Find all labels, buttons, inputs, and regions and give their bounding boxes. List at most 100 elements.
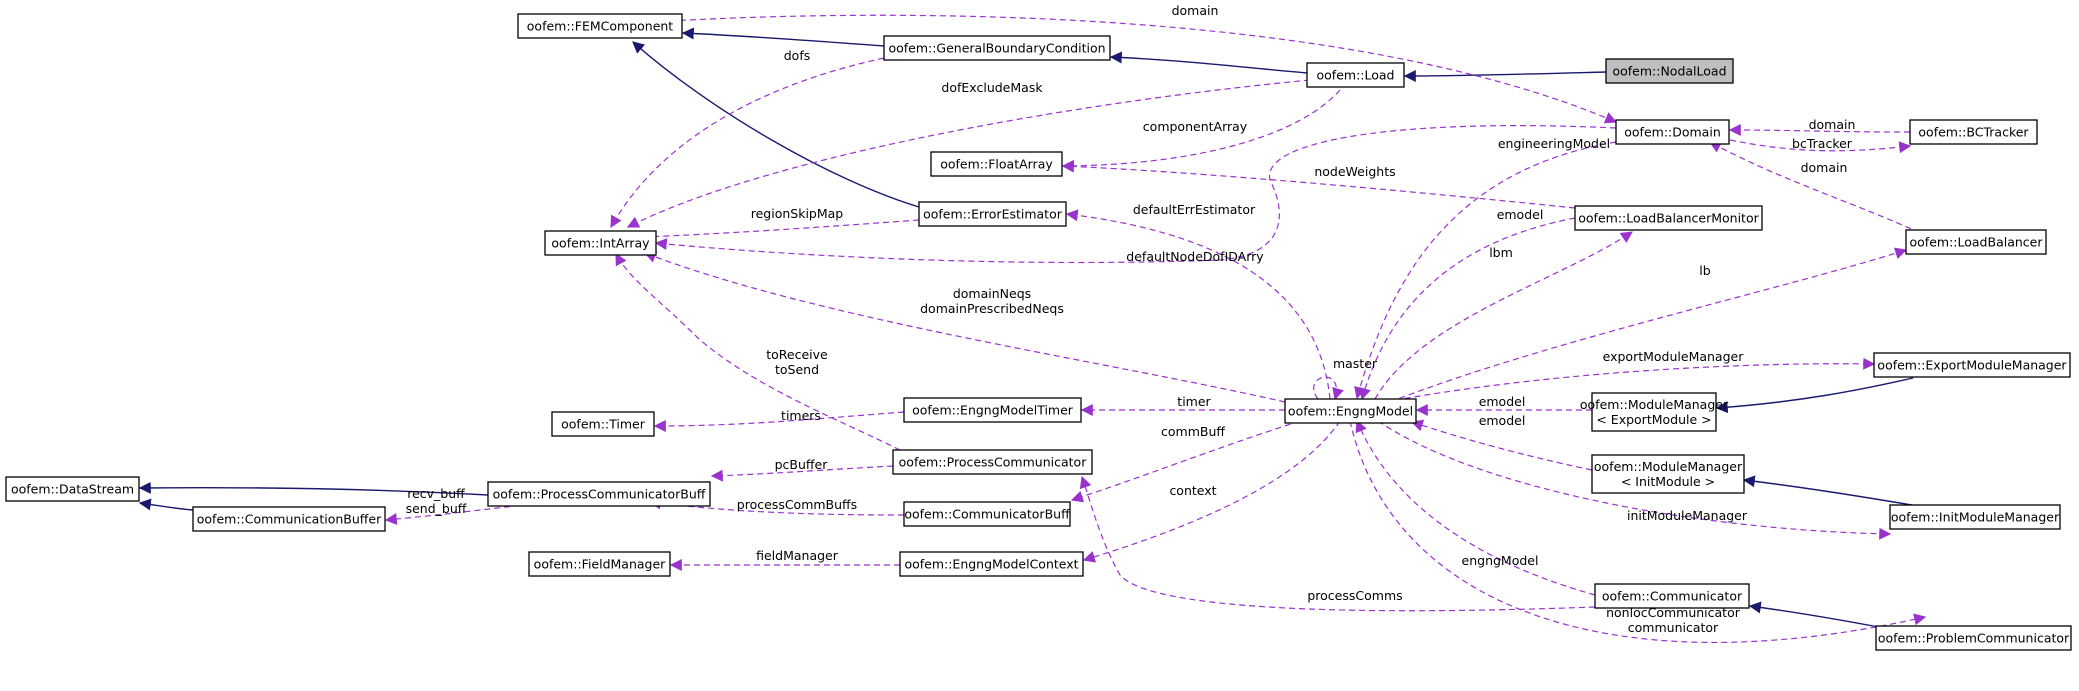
node-communicatorbuff[interactable]: oofem::CommunicatorBuff [903, 501, 1071, 527]
node-engngmodelcontext[interactable]: oofem::EngngModelContext [899, 551, 1084, 577]
edge-label-componentarray: componentArray [1143, 119, 1248, 134]
node-box [903, 501, 1071, 527]
node-box [930, 151, 1063, 177]
edge-label-exportmodulemanager_lbl: exportModuleManager [1603, 349, 1745, 364]
edge-domain-bctracker [1729, 139, 1912, 154]
edge-label-domainneqs: domainNeqs [953, 286, 1031, 301]
edge-label-commbuff: commBuff [1161, 424, 1225, 439]
node-intarray[interactable]: oofem::IntArray [544, 230, 657, 256]
edge-engngmodel-problemcommunicator [1349, 420, 1927, 643]
node-label: oofem::ProcessCommunicator [899, 455, 1088, 470]
edge-processcommunicator-intarray [615, 252, 901, 451]
node-box [544, 230, 657, 256]
node-box [892, 449, 1093, 475]
node-label: oofem::InitModuleManager [1891, 510, 2060, 525]
edge-processcommunicatorbuff-datastream [138, 481, 489, 496]
edge-errorestimator-intarray [641, 219, 920, 243]
edge-label-nonloccommunicator: nonlocCommunicator [1606, 605, 1741, 620]
node-label: oofem::ModuleManager [1594, 459, 1743, 474]
node-nodalload[interactable]: oofem::NodalLoad [1605, 58, 1734, 84]
edge-label-emodel_export: emodel [1479, 394, 1526, 409]
node-loadbalancermonitor[interactable]: oofem::LoadBalancerMonitor [1574, 205, 1763, 231]
node-floatarray[interactable]: oofem::FloatArray [930, 151, 1063, 177]
edge-label-engineeringmodel: engineeringModel [1498, 136, 1610, 151]
node-errorestimator[interactable]: oofem::ErrorEstimator [918, 201, 1067, 227]
node-label: oofem::CommunicationBuffer [197, 512, 382, 527]
edge-domain-intarray [654, 125, 1617, 264]
node-processcommunicatorbuff[interactable]: oofem::ProcessCommunicatorBuff [487, 481, 711, 507]
node-box [1905, 229, 2047, 255]
node-load[interactable]: oofem::Load [1306, 62, 1405, 88]
node-datastream[interactable]: oofem::DataStream [5, 476, 140, 502]
node-generalbc[interactable]: oofem::GeneralBoundaryCondition [883, 35, 1111, 61]
node-label: < InitModule > [1621, 474, 1715, 489]
node-label: oofem::ProcessCommunicatorBuff [493, 487, 706, 502]
edge-label-domain_bctracker: domain [1809, 117, 1856, 132]
edge-label-pcbuffer: pcBuffer [775, 457, 829, 472]
edge-label-master: master [1333, 356, 1378, 371]
node-label: oofem::Domain [1624, 125, 1721, 140]
node-problemcommunicator[interactable]: oofem::ProblemCommunicator [1875, 625, 2072, 651]
node-label: oofem::DataStream [11, 482, 134, 497]
node-engngmodel[interactable]: oofem::EngngModel [1284, 398, 1417, 424]
node-box [517, 13, 683, 39]
edge-generalbc-femcomponent [681, 27, 885, 47]
edge-label-timers: timers [781, 408, 821, 423]
node-communicator[interactable]: oofem::Communicator [1594, 583, 1750, 609]
edge-label-domainneqs: domainPrescribedNeqs [920, 301, 1064, 316]
node-mm_export[interactable]: oofem::ModuleManager< ExportModule > [1580, 392, 1729, 432]
edge-generalbc-intarray [610, 57, 885, 229]
node-label: oofem::IntArray [551, 236, 650, 251]
edge-load-generalbc [1109, 51, 1308, 74]
node-domain[interactable]: oofem::Domain [1615, 119, 1730, 145]
edge-label-nodeweights: nodeWeights [1314, 164, 1395, 179]
node-box [1875, 625, 2072, 651]
node-label: oofem::FieldManager [534, 557, 666, 572]
node-processcommunicator[interactable]: oofem::ProcessCommunicator [892, 449, 1093, 475]
node-label: oofem::ProblemCommunicator [1878, 631, 2070, 646]
node-engngmodeltimer[interactable]: oofem::EngngModelTimer [903, 397, 1082, 423]
node-bctracker[interactable]: oofem::BCTracker [1909, 119, 2038, 145]
node-communicationbuffer[interactable]: oofem::CommunicationBuffer [192, 506, 386, 532]
edge-engngmodel-communicatorbuff [1070, 420, 1301, 503]
node-box [1284, 398, 1417, 424]
edge-label-initmodulemanager_lbl: initModuleManager [1627, 508, 1748, 523]
node-box [1594, 583, 1750, 609]
edge-label-toreceive: toReceive [766, 347, 828, 362]
edge-loadbalancer-domain [1708, 141, 1921, 234]
node-mm_init[interactable]: oofem::ModuleManager< InitModule > [1591, 454, 1745, 494]
edge-engngmodel-exportmodulemanager [1384, 357, 1876, 403]
edge-mminit-engngmodel [1410, 419, 1593, 471]
node-label: oofem::Timer [561, 417, 646, 432]
edge-label-bctracker: bcTracker [1792, 136, 1853, 151]
node-label: oofem::EngngModelTimer [912, 403, 1074, 418]
node-box [1306, 62, 1405, 88]
edge-label-nonloccommunicator: communicator [1628, 620, 1719, 635]
node-box [1909, 119, 2038, 145]
edge-label-emodel_init: emodel [1479, 413, 1526, 428]
node-box [918, 201, 1067, 227]
edge-label-context: context [1169, 483, 1216, 498]
edge-engngmodel-loadbalancer [1389, 247, 1908, 403]
node-fieldmanager[interactable]: oofem::FieldManager [528, 551, 671, 577]
node-label: oofem::ExportModuleManager [1877, 358, 2067, 373]
node-timer[interactable]: oofem::Timer [551, 411, 655, 437]
node-label: oofem::Communicator [1602, 589, 1743, 604]
edge-engngmodeltimer-timer [653, 411, 905, 432]
edge-label-domain_loadbalancer: domain [1801, 160, 1848, 175]
edge-communicator-processcommunicator [1079, 475, 1596, 612]
edge-label-regionskipmap: regionSkipMap [751, 206, 844, 221]
edge-label-defaultnodedofidarry: defaultNodeDofIDArry [1126, 249, 1264, 264]
edge-label-defaulterrestimator: defaultErrEstimator [1133, 202, 1256, 217]
node-femcomponent[interactable]: oofem::FEMComponent [517, 13, 683, 39]
node-box [899, 551, 1084, 577]
node-initmodulemanager[interactable]: oofem::InitModuleManager [1889, 504, 2061, 530]
node-box [1574, 205, 1763, 231]
node-loadbalancer[interactable]: oofem::LoadBalancer [1905, 229, 2047, 255]
edge-load-floatarray [1061, 89, 1341, 172]
edge-engngmodel-intarray [643, 251, 1286, 403]
node-exportmodulemanager[interactable]: oofem::ExportModuleManager [1873, 352, 2071, 378]
edge-label-domain_femcomponent: domain [1172, 3, 1219, 18]
edge-label-engngmodel_lbl: engngModel [1462, 553, 1539, 568]
